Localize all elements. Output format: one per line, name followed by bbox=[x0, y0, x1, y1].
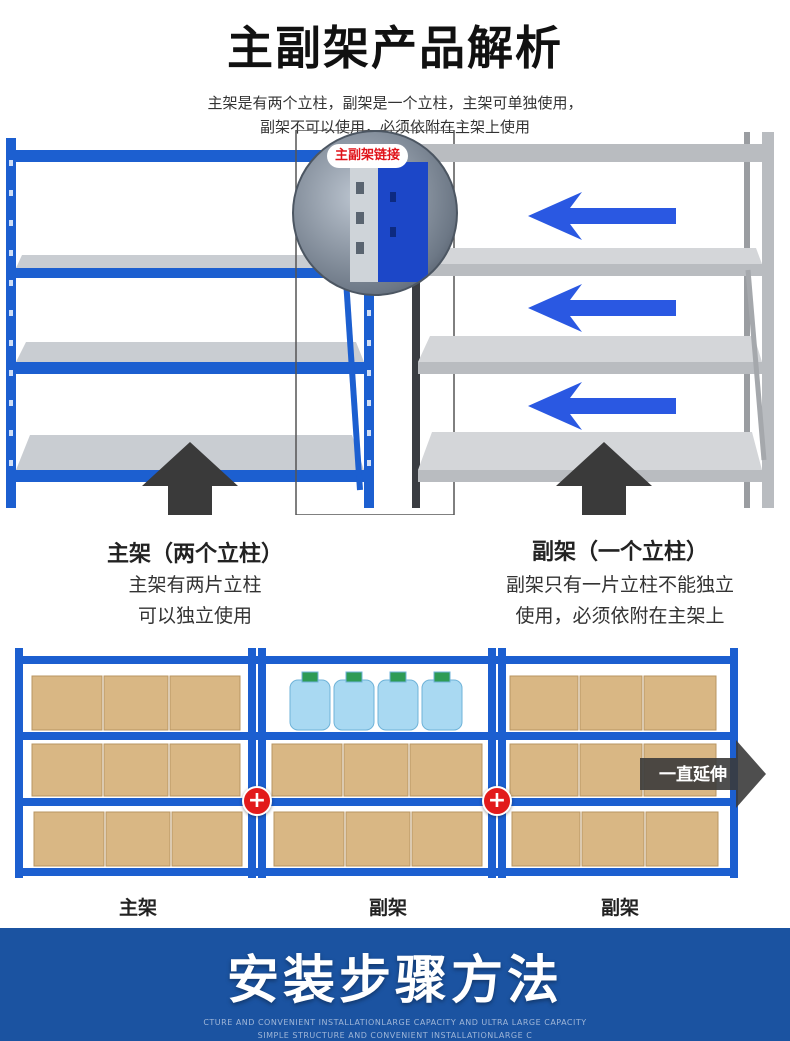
main-rack-heading: 主架（两个立柱） bbox=[106, 542, 283, 567]
sub-rack-desc-line1: 副架只有一片立柱不能独立 bbox=[505, 574, 734, 596]
footer-subtitle-line2: SIMPLE STRUCTURE AND CONVENIENT INSTALLA… bbox=[257, 1031, 533, 1040]
page-title: 主副架产品解析 bbox=[227, 21, 563, 75]
footer-subtitle-line1: CTURE AND CONVENIENT INSTALLATIONLARGE C… bbox=[203, 1018, 587, 1027]
main-rack-desc-line1: 主架有两片立柱 bbox=[128, 574, 262, 596]
rack-comparison-illustration bbox=[6, 130, 774, 515]
extend-label: 一直延伸 bbox=[659, 765, 727, 785]
assembly-label-sub-1: 副架 bbox=[368, 897, 407, 919]
main-rack-desc-line2: 可以独立使用 bbox=[137, 605, 252, 627]
intro-text-line2: 副架不可以使用，必须依附在主架上使用 bbox=[259, 118, 530, 136]
assembled-racks-illustration bbox=[15, 648, 766, 878]
link-magnifier-callout bbox=[292, 130, 458, 296]
sub-rack-image bbox=[412, 132, 774, 508]
attach-direction-arrows bbox=[528, 192, 676, 430]
up-arrows bbox=[142, 442, 652, 515]
assembly-label-main: 主架 bbox=[118, 897, 157, 919]
sub-rack-desc-line2: 使用，必须依附在主架上 bbox=[515, 605, 725, 627]
assembly-label-sub-2: 副架 bbox=[600, 897, 639, 919]
plus-icon: + bbox=[482, 786, 512, 816]
extend-arrow bbox=[640, 740, 766, 808]
intro-text-line1: 主架是有两个立柱，副架是一个立柱，主架可单独使用， bbox=[207, 94, 583, 112]
water-jugs bbox=[289, 671, 463, 731]
footer-title: 安装步骤方法 bbox=[226, 951, 563, 1011]
footer-banner bbox=[0, 928, 790, 1041]
plus-icon: + bbox=[242, 786, 272, 816]
sub-rack-heading: 副架（一个立柱） bbox=[531, 540, 708, 565]
link-callout-label: 主副架链接 bbox=[327, 144, 409, 168]
main-rack-image bbox=[6, 138, 374, 508]
